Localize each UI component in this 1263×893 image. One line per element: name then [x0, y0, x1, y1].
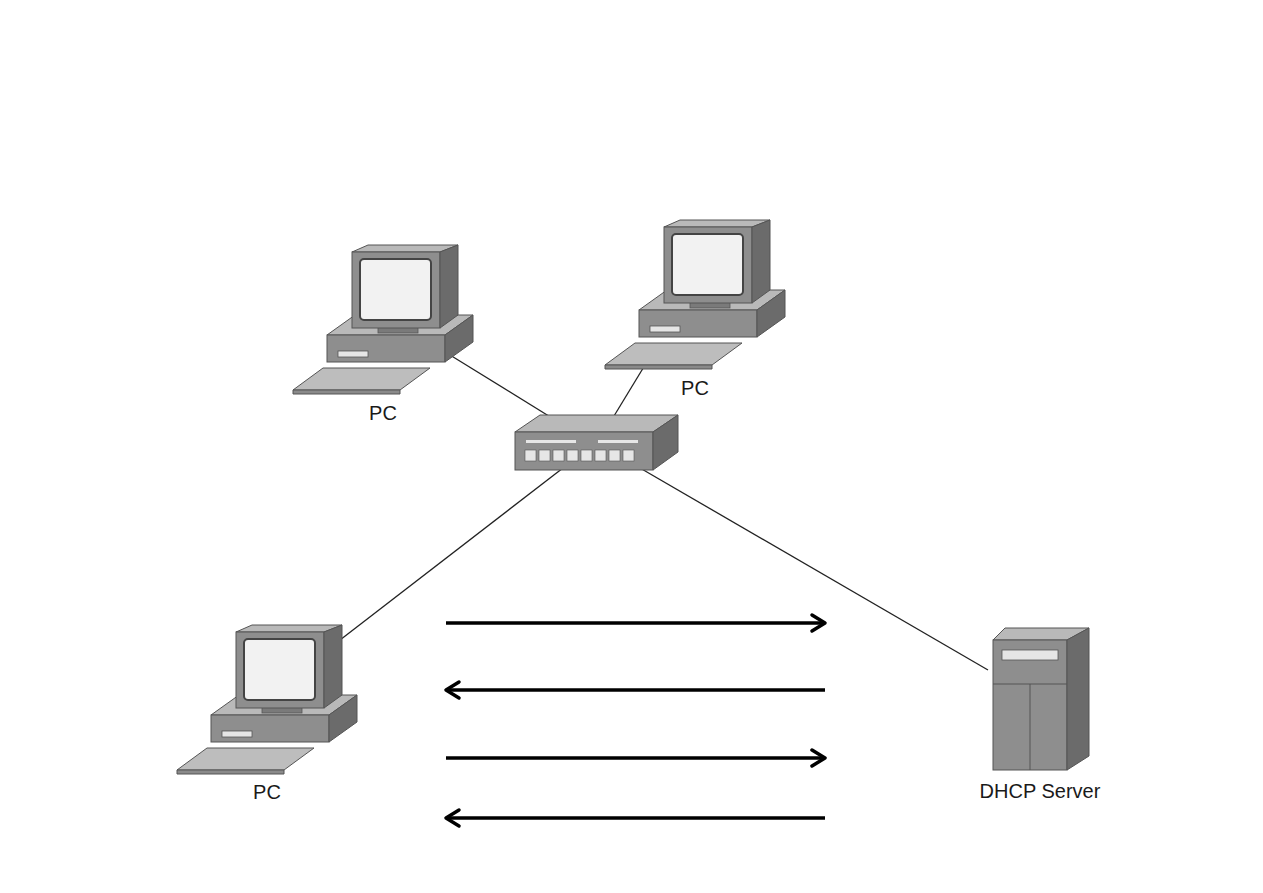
pc-icon [177, 625, 357, 774]
message-arrow [446, 750, 825, 766]
message-arrow [446, 682, 825, 698]
server-icon [993, 628, 1089, 770]
message-arrow [446, 810, 825, 826]
server-node: DHCP Server [960, 626, 1120, 803]
device-label: PC [290, 401, 476, 425]
pc-node: PC [174, 623, 360, 804]
device-label: DHCP Server [960, 779, 1120, 803]
pc-node: PC [602, 218, 788, 400]
message-arrow [446, 615, 825, 631]
device-label: PC [602, 376, 788, 400]
device-label: PC [174, 780, 360, 804]
pc-icon [293, 245, 473, 394]
pc-node: PC [290, 243, 476, 425]
switch [515, 415, 678, 470]
pc-icon [605, 220, 785, 369]
